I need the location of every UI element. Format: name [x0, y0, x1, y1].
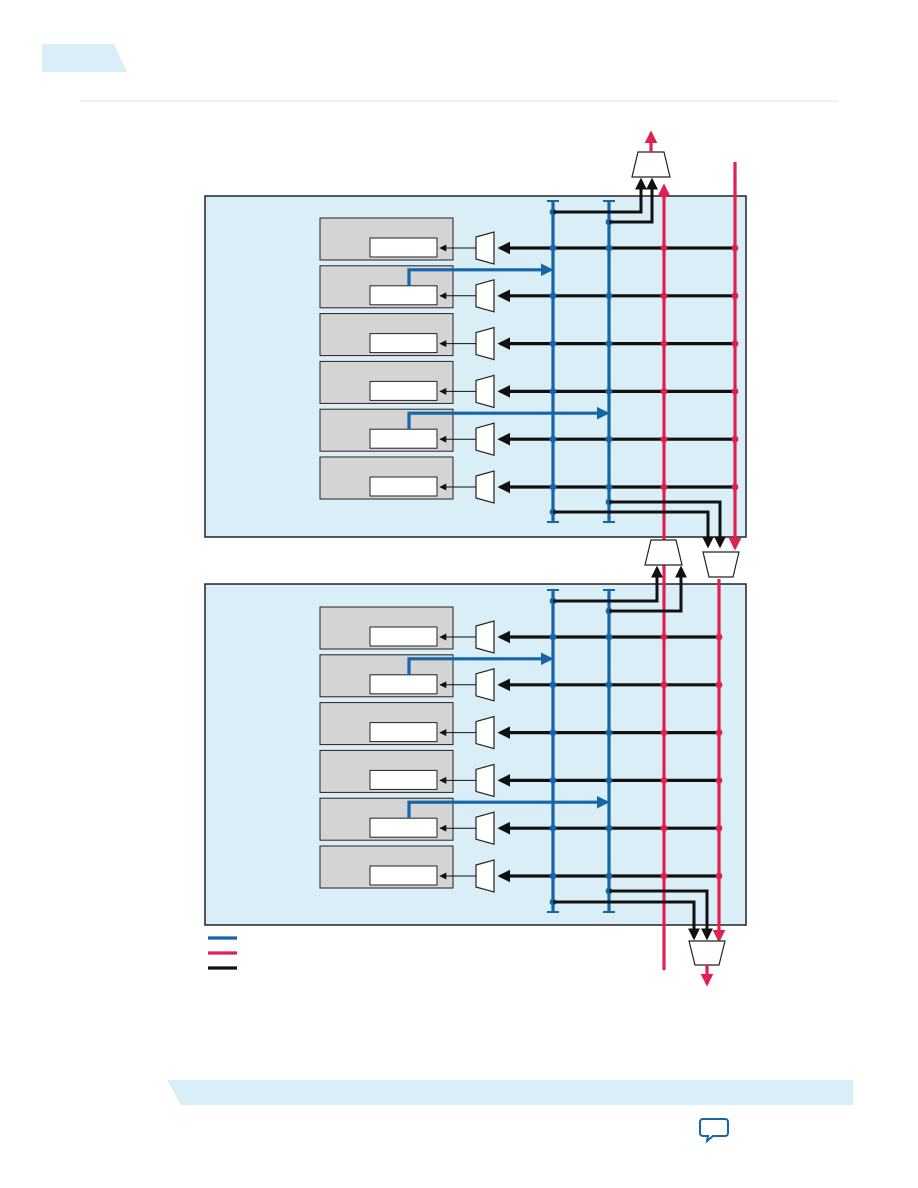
chat-bubble-icon[interactable] — [699, 1118, 729, 1144]
blue-tap-line — [407, 652, 554, 675]
clock-mux — [475, 715, 495, 750]
top-output-mux — [631, 151, 671, 178]
clock-mux — [475, 811, 495, 845]
bottom-output-mux — [688, 940, 726, 966]
junction-dot — [605, 777, 613, 784]
junction-dot — [549, 435, 557, 443]
junction-dot — [605, 633, 613, 641]
junction-dot — [605, 729, 613, 736]
bus-to-mux-line — [553, 900, 700, 941]
pll-box — [369, 722, 438, 743]
junction-dot — [605, 435, 613, 443]
junction-dot — [605, 244, 613, 252]
pll-box — [369, 769, 438, 790]
clock-mux — [475, 859, 495, 893]
pll-box — [369, 428, 438, 449]
junction-dot — [549, 872, 557, 880]
clock-mux — [475, 668, 495, 702]
junction-dot — [605, 681, 613, 689]
clock-mux — [475, 620, 495, 654]
pll-box — [369, 237, 438, 258]
header-tab — [42, 44, 127, 72]
junction-dot — [605, 872, 613, 880]
junction-dot — [549, 681, 557, 689]
bus-to-mux-line — [609, 565, 687, 613]
junction-dot — [549, 483, 557, 491]
junction-dot — [549, 340, 557, 347]
junction-dot — [605, 388, 613, 395]
junction-dot — [549, 388, 557, 395]
blue-tap-line — [407, 795, 610, 819]
pll-box — [369, 865, 438, 886]
bus-to-mux-line — [553, 177, 647, 214]
clock-mux — [475, 374, 495, 409]
bus-to-mux-line — [609, 889, 713, 941]
clock-mux — [475, 470, 495, 504]
blue-tap-line — [407, 406, 610, 430]
bus-to-mux-line — [609, 177, 658, 224]
junction-dot — [549, 824, 557, 832]
pll-box — [369, 817, 438, 838]
blue-tap-line — [407, 263, 554, 286]
pll-box — [369, 285, 438, 306]
junction-dot — [549, 777, 557, 784]
pll-box — [369, 476, 438, 497]
pll-box — [369, 674, 438, 695]
clock-mux — [475, 422, 495, 456]
junction-dot — [605, 483, 613, 491]
pll-box — [369, 333, 438, 354]
mid-mux-left — [644, 539, 683, 566]
mid-mux-right — [702, 551, 740, 578]
pll-box — [369, 626, 438, 647]
bus-to-mux-line — [553, 565, 663, 603]
junction-dot — [605, 292, 613, 300]
clock-mux — [475, 763, 495, 798]
junction-dot — [549, 633, 557, 641]
pll-box — [369, 380, 438, 401]
clock-mux — [475, 279, 495, 313]
footer-band — [167, 1080, 853, 1105]
clock-mux — [475, 231, 495, 265]
bus-to-mux-line — [609, 500, 726, 549]
bus-to-mux-line — [553, 510, 714, 549]
junction-dot — [549, 292, 557, 300]
diagram-layer — [204, 130, 747, 987]
clock-mux — [475, 326, 495, 361]
junction-dot — [605, 340, 613, 347]
junction-dot — [605, 824, 613, 832]
junction-dot — [549, 244, 557, 252]
junction-dot — [549, 729, 557, 736]
